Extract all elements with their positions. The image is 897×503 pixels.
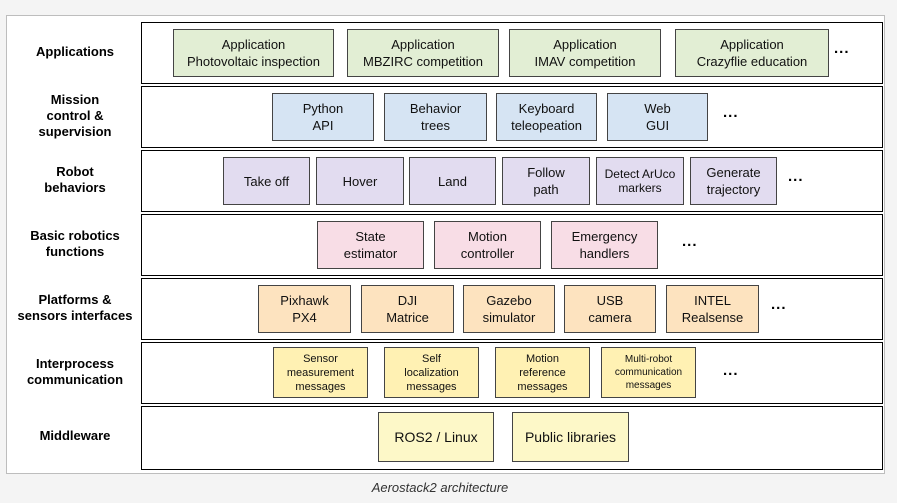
behavior-follow-path-box: Follow path — [502, 157, 590, 205]
basic-ellipsis: ... — [682, 233, 698, 250]
platform-gazebo-box: Gazebo simulator — [463, 285, 555, 333]
ipc-motion-reference-box: Motion reference messages — [495, 347, 590, 398]
app-crazyflie-box: Application Crazyflie education — [675, 29, 829, 77]
middleware-public-libraries-box: Public libraries — [512, 412, 629, 462]
behavior-take-off-box: Take off — [223, 157, 310, 205]
mission-keyboard-box: Keyboard teleopeation — [496, 93, 597, 141]
behavior-generate-trajectory-box: Generate trajectory — [690, 157, 777, 205]
behaviors-ellipsis: ... — [788, 168, 804, 185]
ipc-multi-robot-box: Multi-robot communication messages — [601, 347, 696, 398]
layer-label-mission: Mission control & supervision — [38, 92, 112, 139]
layer-label-applications: Applications — [35, 44, 114, 59]
layer-label-platforms: Platforms & sensors interfaces — [17, 292, 133, 323]
basic-emergency-handlers-box: Emergency handlers — [551, 221, 658, 269]
figure-caption: Aerostack2 architecture — [371, 480, 509, 495]
basic-state-estimator-box: State estimator — [317, 221, 424, 269]
platform-realsense-box: INTEL Realsense — [666, 285, 759, 333]
platform-pixhawk-box: Pixhawk PX4 — [258, 285, 351, 333]
app-photovoltaic-box: Application Photovoltaic inspection — [173, 29, 334, 77]
platform-usb-camera-box: USB camera — [564, 285, 656, 333]
mission-web-gui-box: Web GUI — [607, 93, 708, 141]
ipc-self-localization-box: Self localization messages — [384, 347, 479, 398]
layer-label-middleware: Middleware — [39, 428, 111, 443]
mission-behavior-trees-box: Behavior trees — [384, 93, 487, 141]
ipc-ellipsis: ... — [723, 362, 739, 379]
layer-label-ipc: Interprocess communication — [26, 356, 124, 387]
behavior-hover-box: Hover — [316, 157, 404, 205]
behavior-land-box: Land — [409, 157, 496, 205]
middleware-ros2-linux-box: ROS2 / Linux — [378, 412, 494, 462]
behavior-detect-aruco-box: Detect ArUco markers — [596, 157, 684, 205]
mission-ellipsis: ... — [723, 104, 739, 121]
layer-label-behaviors: Robot behaviors — [44, 164, 106, 195]
platforms-ellipsis: ... — [771, 296, 787, 313]
mission-python-api-box: Python API — [272, 93, 374, 141]
platform-dji-box: DJI Matrice — [361, 285, 454, 333]
applications-ellipsis: ... — [834, 40, 850, 57]
basic-motion-controller-box: Motion controller — [434, 221, 541, 269]
app-mbzirc-box: Application MBZIRC competition — [347, 29, 499, 77]
ipc-sensor-measurement-box: Sensor measurement messages — [273, 347, 368, 398]
app-imav-box: Application IMAV competition — [509, 29, 661, 77]
layer-label-basic: Basic robotics functions — [30, 228, 120, 259]
